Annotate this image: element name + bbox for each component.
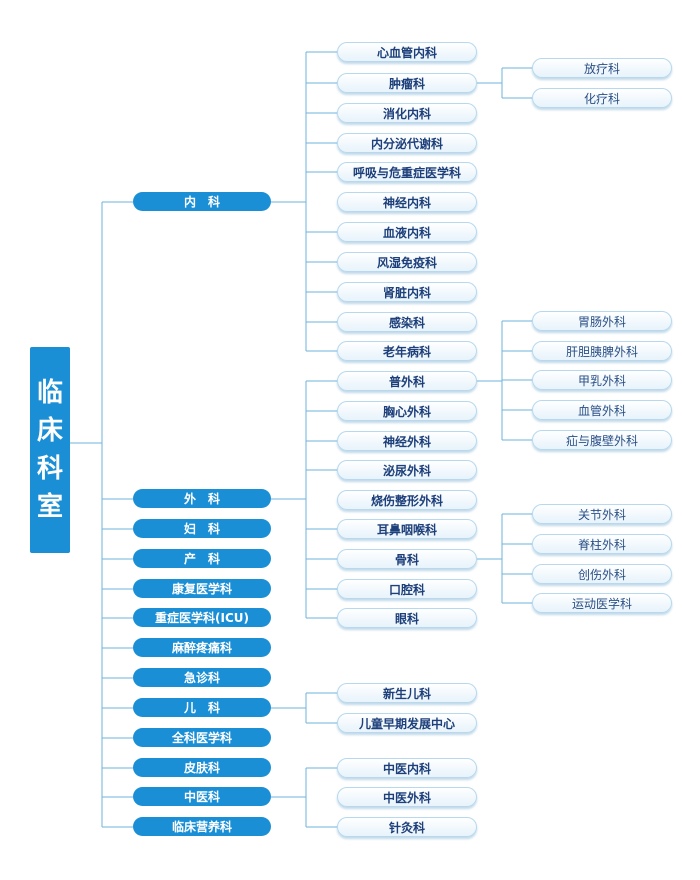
sub-ophthalmology: 眼科 xyxy=(337,608,477,628)
dept-rehabilitation: 康复医学科 xyxy=(133,579,271,598)
sub-neonatology: 新生儿科 xyxy=(337,683,477,703)
sub-tcm-internal: 中医内科 xyxy=(337,758,477,778)
sub-sports-medicine: 运动医学科 xyxy=(532,593,672,613)
sub-chemotherapy: 化疗科 xyxy=(532,88,672,108)
sub-thyroid-breast-surgery: 甲乳外科 xyxy=(532,370,672,390)
dept-gynecology: 妇 科 xyxy=(133,519,271,538)
sub-vascular-surgery: 血管外科 xyxy=(532,400,672,420)
dept-tcm: 中医科 xyxy=(133,787,271,806)
sub-radiotherapy: 放疗科 xyxy=(532,58,672,78)
sub-joint-surgery: 关节外科 xyxy=(532,504,672,524)
dept-emergency: 急诊科 xyxy=(133,668,271,687)
sub-hernia-surgery: 疝与腹壁外科 xyxy=(532,430,672,450)
sub-nephrology: 肾脏内科 xyxy=(337,282,477,302)
sub-respiratory: 呼吸与危重症医学科 xyxy=(337,162,477,182)
sub-spine-surgery: 脊柱外科 xyxy=(532,534,672,554)
sub-trauma-surgery: 创伤外科 xyxy=(532,564,672,584)
sub-gastrointestinal-surgery: 胃肠外科 xyxy=(532,311,672,331)
sub-geriatrics: 老年病科 xyxy=(337,341,477,361)
root-char: 临 xyxy=(36,378,63,408)
sub-hematology: 血液内科 xyxy=(337,222,477,242)
sub-orthopedics: 骨科 xyxy=(337,549,477,569)
sub-burn-plastic-surgery: 烧伤整形外科 xyxy=(337,490,477,510)
dept-pediatrics: 儿 科 xyxy=(133,698,271,717)
sub-hepatobiliary-surgery: 肝胆胰脾外科 xyxy=(532,341,672,361)
sub-cardiology: 心血管内科 xyxy=(337,42,477,62)
sub-early-child-development: 儿童早期发展中心 xyxy=(337,713,477,733)
dept-icu: 重症医学科(ICU) xyxy=(133,608,271,627)
dept-general-practice: 全科医学科 xyxy=(133,728,271,747)
dept-surgery: 外 科 xyxy=(133,489,271,508)
sub-cardiothoracic-surgery: 胸心外科 xyxy=(337,401,477,421)
sub-general-surgery: 普外科 xyxy=(337,371,477,391)
dept-dermatology: 皮肤科 xyxy=(133,758,271,777)
dept-anesthesia: 麻醉疼痛科 xyxy=(133,638,271,657)
dept-obstetrics: 产 科 xyxy=(133,549,271,568)
dept-clinical-nutrition: 临床营养科 xyxy=(133,817,271,836)
root-char: 室 xyxy=(36,492,63,522)
sub-oncology: 肿瘤科 xyxy=(337,73,477,93)
sub-infectious-disease: 感染科 xyxy=(337,312,477,332)
sub-acupuncture: 针灸科 xyxy=(337,817,477,837)
dept-internal-medicine: 内 科 xyxy=(133,192,271,211)
root-char: 科 xyxy=(36,454,63,484)
sub-endocrinology: 内分泌代谢科 xyxy=(337,133,477,153)
sub-urology: 泌尿外科 xyxy=(337,460,477,480)
sub-rheumatology: 风湿免疫科 xyxy=(337,252,477,272)
root-char: 床 xyxy=(36,416,63,446)
sub-tcm-surgery: 中医外科 xyxy=(337,787,477,807)
sub-ent: 耳鼻咽喉科 xyxy=(337,519,477,539)
sub-neurology: 神经内科 xyxy=(337,192,477,212)
sub-gastroenterology: 消化内科 xyxy=(337,103,477,123)
sub-neurosurgery: 神经外科 xyxy=(337,431,477,451)
sub-stomatology: 口腔科 xyxy=(337,579,477,599)
root-node-clinical-departments: 临 床 科 室 xyxy=(30,347,70,553)
